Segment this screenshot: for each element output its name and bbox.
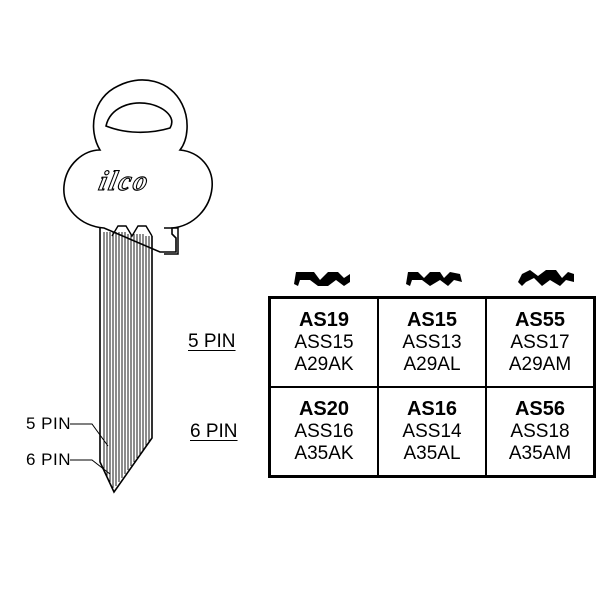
blade-bitting-edge [111,225,153,238]
key-cross-reference-table: AS19 ASS15 A29AK AS15 ASS13 A29AL AS55 A… [268,296,596,478]
key-hole [105,102,173,134]
alt-code: ASS14 [402,421,462,443]
primary-code: AS20 [298,398,350,421]
alt-code: A35AM [508,443,572,464]
primary-code: AS19 [298,309,350,332]
table-cell: AS16 ASS14 A35AL [378,387,486,476]
primary-code: AS15 [406,309,458,332]
primary-code: AS56 [514,398,566,421]
five-pin-key-label: 5 PIN [26,414,72,433]
brand-logo: ilco [96,166,152,197]
table-cell: AS56 ASS18 A35AM [486,387,594,476]
alt-code: ASS18 [510,421,570,443]
keyway-profile-icon [294,272,350,286]
alt-code: A35AL [403,443,461,464]
key-blade-outline [99,228,153,494]
six-pin-key-label: 6 PIN [26,450,72,469]
table-cell: AS20 ASS16 A35AK [270,387,378,476]
table-cell: AS55 ASS17 A29AM [486,298,594,387]
keyway-grooves [103,232,150,488]
table-cell: AS15 ASS13 A29AL [378,298,486,387]
keyway-profile-icon [518,270,574,286]
alt-code: A29AM [508,354,572,375]
primary-code: AS55 [514,309,566,332]
key-head-outline [63,79,213,253]
keyway-profile-icon [406,272,462,286]
alt-code: ASS15 [294,332,354,354]
alt-code: A35AK [294,443,354,464]
alt-code: A29AL [403,354,461,375]
six-pin-leader-line [70,459,111,475]
alt-code: ASS17 [510,332,570,354]
alt-code: ASS13 [402,332,462,354]
alt-code: A29AK [294,354,354,375]
alt-code: ASS16 [294,421,354,443]
five-pin-leader-line [70,423,109,447]
row-label-6-pin: 6 PIN [190,421,238,442]
primary-code: AS16 [406,398,458,421]
table-cell: AS19 ASS15 A29AK [270,298,378,387]
shoulder-stop [164,227,179,255]
row-label-5-pin: 5 PIN [188,331,236,352]
